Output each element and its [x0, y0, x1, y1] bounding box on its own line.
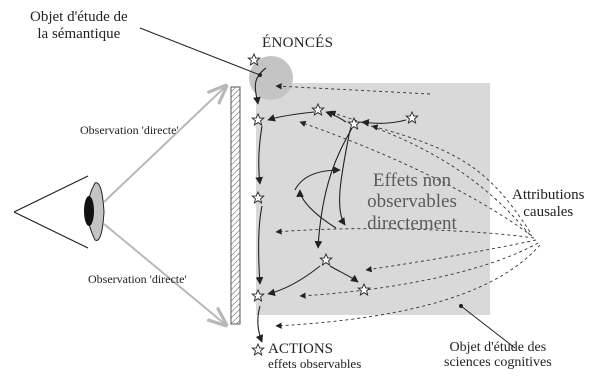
- hidden-effects-line1: Effets non: [372, 170, 452, 191]
- cognitive-object-label: Objet d'étude des sciences cognitives: [444, 340, 552, 370]
- cognitive-pointer-dot: [459, 304, 463, 308]
- direct-observation-top-label: Observation 'directe': [80, 123, 179, 137]
- statements-circle: [249, 56, 293, 100]
- hidden-effects-label: Effets non observables directement: [332, 170, 492, 234]
- semantics-pointer: [139, 27, 261, 76]
- cognitive-object-line1: Objet d'étude des: [449, 340, 547, 355]
- actions-subtitle: effets observables: [268, 356, 362, 371]
- eye-icon: [13, 175, 105, 249]
- actions-title: ACTIONS: [268, 341, 334, 357]
- cognitive-pointer: [460, 305, 516, 349]
- direct-observation-bottom-label: Observation 'directe': [88, 272, 187, 286]
- sight-line-top: [103, 86, 226, 203]
- semantics-object-line2: la sémantique: [37, 25, 121, 42]
- cognitive-object-line2: sciences cognitives: [444, 355, 552, 371]
- cognitive-panel: [256, 83, 490, 315]
- causal-attributions-label: Attributions causales: [512, 187, 585, 221]
- hidden-effects-line3: directement: [367, 212, 457, 234]
- causal-attributions-line2: causales: [523, 203, 574, 220]
- hidden-effects-line2: observables: [367, 191, 457, 213]
- statements-label: ÉNONCÉS: [262, 35, 334, 51]
- sight-line-bottom: [103, 223, 226, 325]
- causal-attributions-line1: Attributions: [512, 187, 585, 203]
- semantics-object-line1: Objet d'étude de: [30, 9, 128, 25]
- semantics-pointer-dot: [258, 73, 262, 77]
- semantics-object-label: Objet d'étude de la sémantique: [30, 9, 128, 43]
- observation-wall: [230, 86, 241, 325]
- causal-chain-arrows: [253, 67, 407, 343]
- star-icon: [247, 52, 419, 357]
- actions-label: ACTIONS effets observables: [268, 341, 362, 371]
